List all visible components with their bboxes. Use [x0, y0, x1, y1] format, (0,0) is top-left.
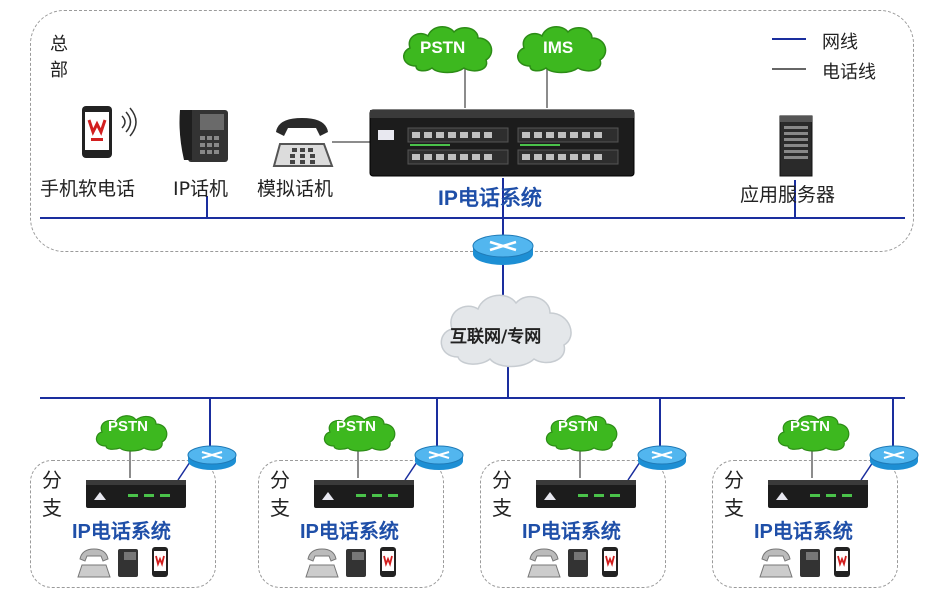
mobile-softphone-label: 手机软电话 — [40, 178, 136, 200]
hq-pstn-label: PSTN — [420, 38, 466, 57]
branch-area-1 — [30, 460, 216, 588]
internet-cloud-icon — [440, 294, 572, 368]
branch-label-2: 分支 — [270, 468, 290, 520]
branch-endpoints-icon — [759, 547, 850, 578]
branch-pstn-label-2: PSTN — [336, 418, 377, 435]
green-cloud-icon — [777, 415, 850, 452]
app-server-label: 应用服务器 — [740, 184, 836, 206]
legend-phone-line: 电话线 — [822, 62, 876, 83]
analog-phone-label: 模拟话机 — [257, 178, 334, 200]
branch-area-4 — [712, 460, 898, 588]
branch-system-label-2: IP电话系统 — [300, 521, 399, 543]
branch-system-label-4: IP电话系统 — [754, 521, 853, 543]
green-cloud-icon — [517, 26, 607, 74]
router-icon — [472, 234, 534, 265]
branch-system-label-3: IP电话系统 — [522, 521, 621, 543]
analog-phone-icon — [272, 118, 334, 167]
branch-endpoints-icon — [77, 547, 168, 578]
pbx-device-icon — [86, 480, 186, 508]
branch-label-4: 分支 — [724, 468, 744, 520]
green-cloud-icon — [323, 415, 396, 452]
headquarters-area — [30, 10, 914, 252]
legend-swatches — [772, 38, 806, 70]
green-cloud-icon — [403, 26, 493, 74]
router-icon — [637, 445, 687, 470]
ip-phone-icon — [179, 110, 228, 162]
branch-pstn-label-3: PSTN — [558, 418, 599, 435]
branch-pstn-label-1: PSTN — [108, 418, 149, 435]
branch-label-3: 分支 — [492, 468, 512, 520]
branch-area-2 — [258, 460, 444, 588]
pbx-device-icon — [314, 480, 414, 508]
hq-system-label: IP电话系统 — [438, 187, 542, 210]
mobile-softphone-icon — [82, 106, 137, 158]
pbx-device-icon — [536, 480, 636, 508]
green-cloud-icon — [95, 415, 168, 452]
branch-endpoints-icon — [527, 547, 618, 578]
router-icon — [187, 445, 237, 470]
legend-network-line: 网线 — [822, 32, 858, 53]
pbx-device-icon — [369, 109, 635, 177]
branch-system-label-1: IP电话系统 — [72, 521, 171, 543]
router-icon — [869, 445, 919, 470]
branch-endpoints-icon — [305, 547, 396, 578]
branch-area-3 — [480, 460, 666, 588]
router-icon — [414, 445, 464, 470]
internet-label: 互联网/专网 — [450, 327, 542, 347]
pbx-device-icon — [768, 480, 868, 508]
green-cloud-icon — [545, 415, 618, 452]
branch-pstn-label-4: PSTN — [790, 418, 831, 435]
headquarters-label: 总部 — [50, 34, 68, 81]
ip-phone-label: IP话机 — [173, 178, 229, 200]
server-icon — [779, 115, 813, 177]
hq-ims-label: IMS — [543, 38, 574, 57]
branch-label-1: 分支 — [42, 468, 62, 520]
